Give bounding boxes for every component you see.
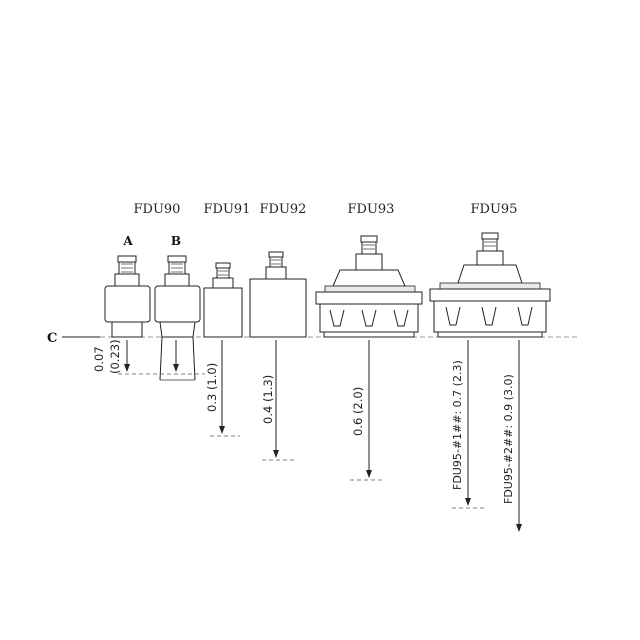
label-fdu90: FDU90 — [134, 202, 181, 217]
label-fdu95: FDU95 — [471, 202, 518, 217]
dimension-fdu90-a — [118, 340, 205, 375]
dimension-fdu95-2 — [516, 340, 522, 532]
label-fdu92: FDU92 — [260, 202, 307, 217]
label-fdu93: FDU93 — [348, 202, 395, 217]
label-reference-c: C — [47, 331, 57, 346]
dimension-fdu92 — [262, 340, 296, 461]
label-variant-b: B — [171, 234, 181, 248]
sensor-fdu93 — [315, 235, 423, 338]
dim-label-fdu91: 0.3 (1.0) — [205, 363, 219, 412]
sensor-fdu91 — [203, 262, 243, 338]
dimension-fdu91 — [210, 340, 240, 437]
sensor-fdu92 — [249, 251, 307, 338]
sensor-fdu95 — [429, 232, 551, 338]
dim-label-fdu95-2: FDU95-#2##: 0.9 (3.0) — [502, 374, 515, 504]
dimension-fdu95-1 — [452, 340, 484, 509]
dim-label-fdu90-a: 0.07 — [92, 346, 106, 372]
sensor-fdu90-a — [104, 255, 151, 338]
label-variant-a: A — [122, 234, 133, 248]
dimension-fdu90-b — [173, 340, 179, 372]
dim-label-fdu92: 0.4 (1.3) — [261, 375, 275, 424]
dim-label-fdu90-b: (0.23) — [108, 339, 122, 374]
dimension-fdu93 — [350, 340, 384, 481]
dim-label-fdu93: 0.6 (2.0) — [351, 387, 365, 436]
label-fdu91: FDU91 — [204, 202, 251, 217]
dim-label-fdu95-1: FDU95-#1##: 0.7 (2.3) — [451, 360, 464, 490]
sensor-fdu90-b — [154, 255, 201, 381]
